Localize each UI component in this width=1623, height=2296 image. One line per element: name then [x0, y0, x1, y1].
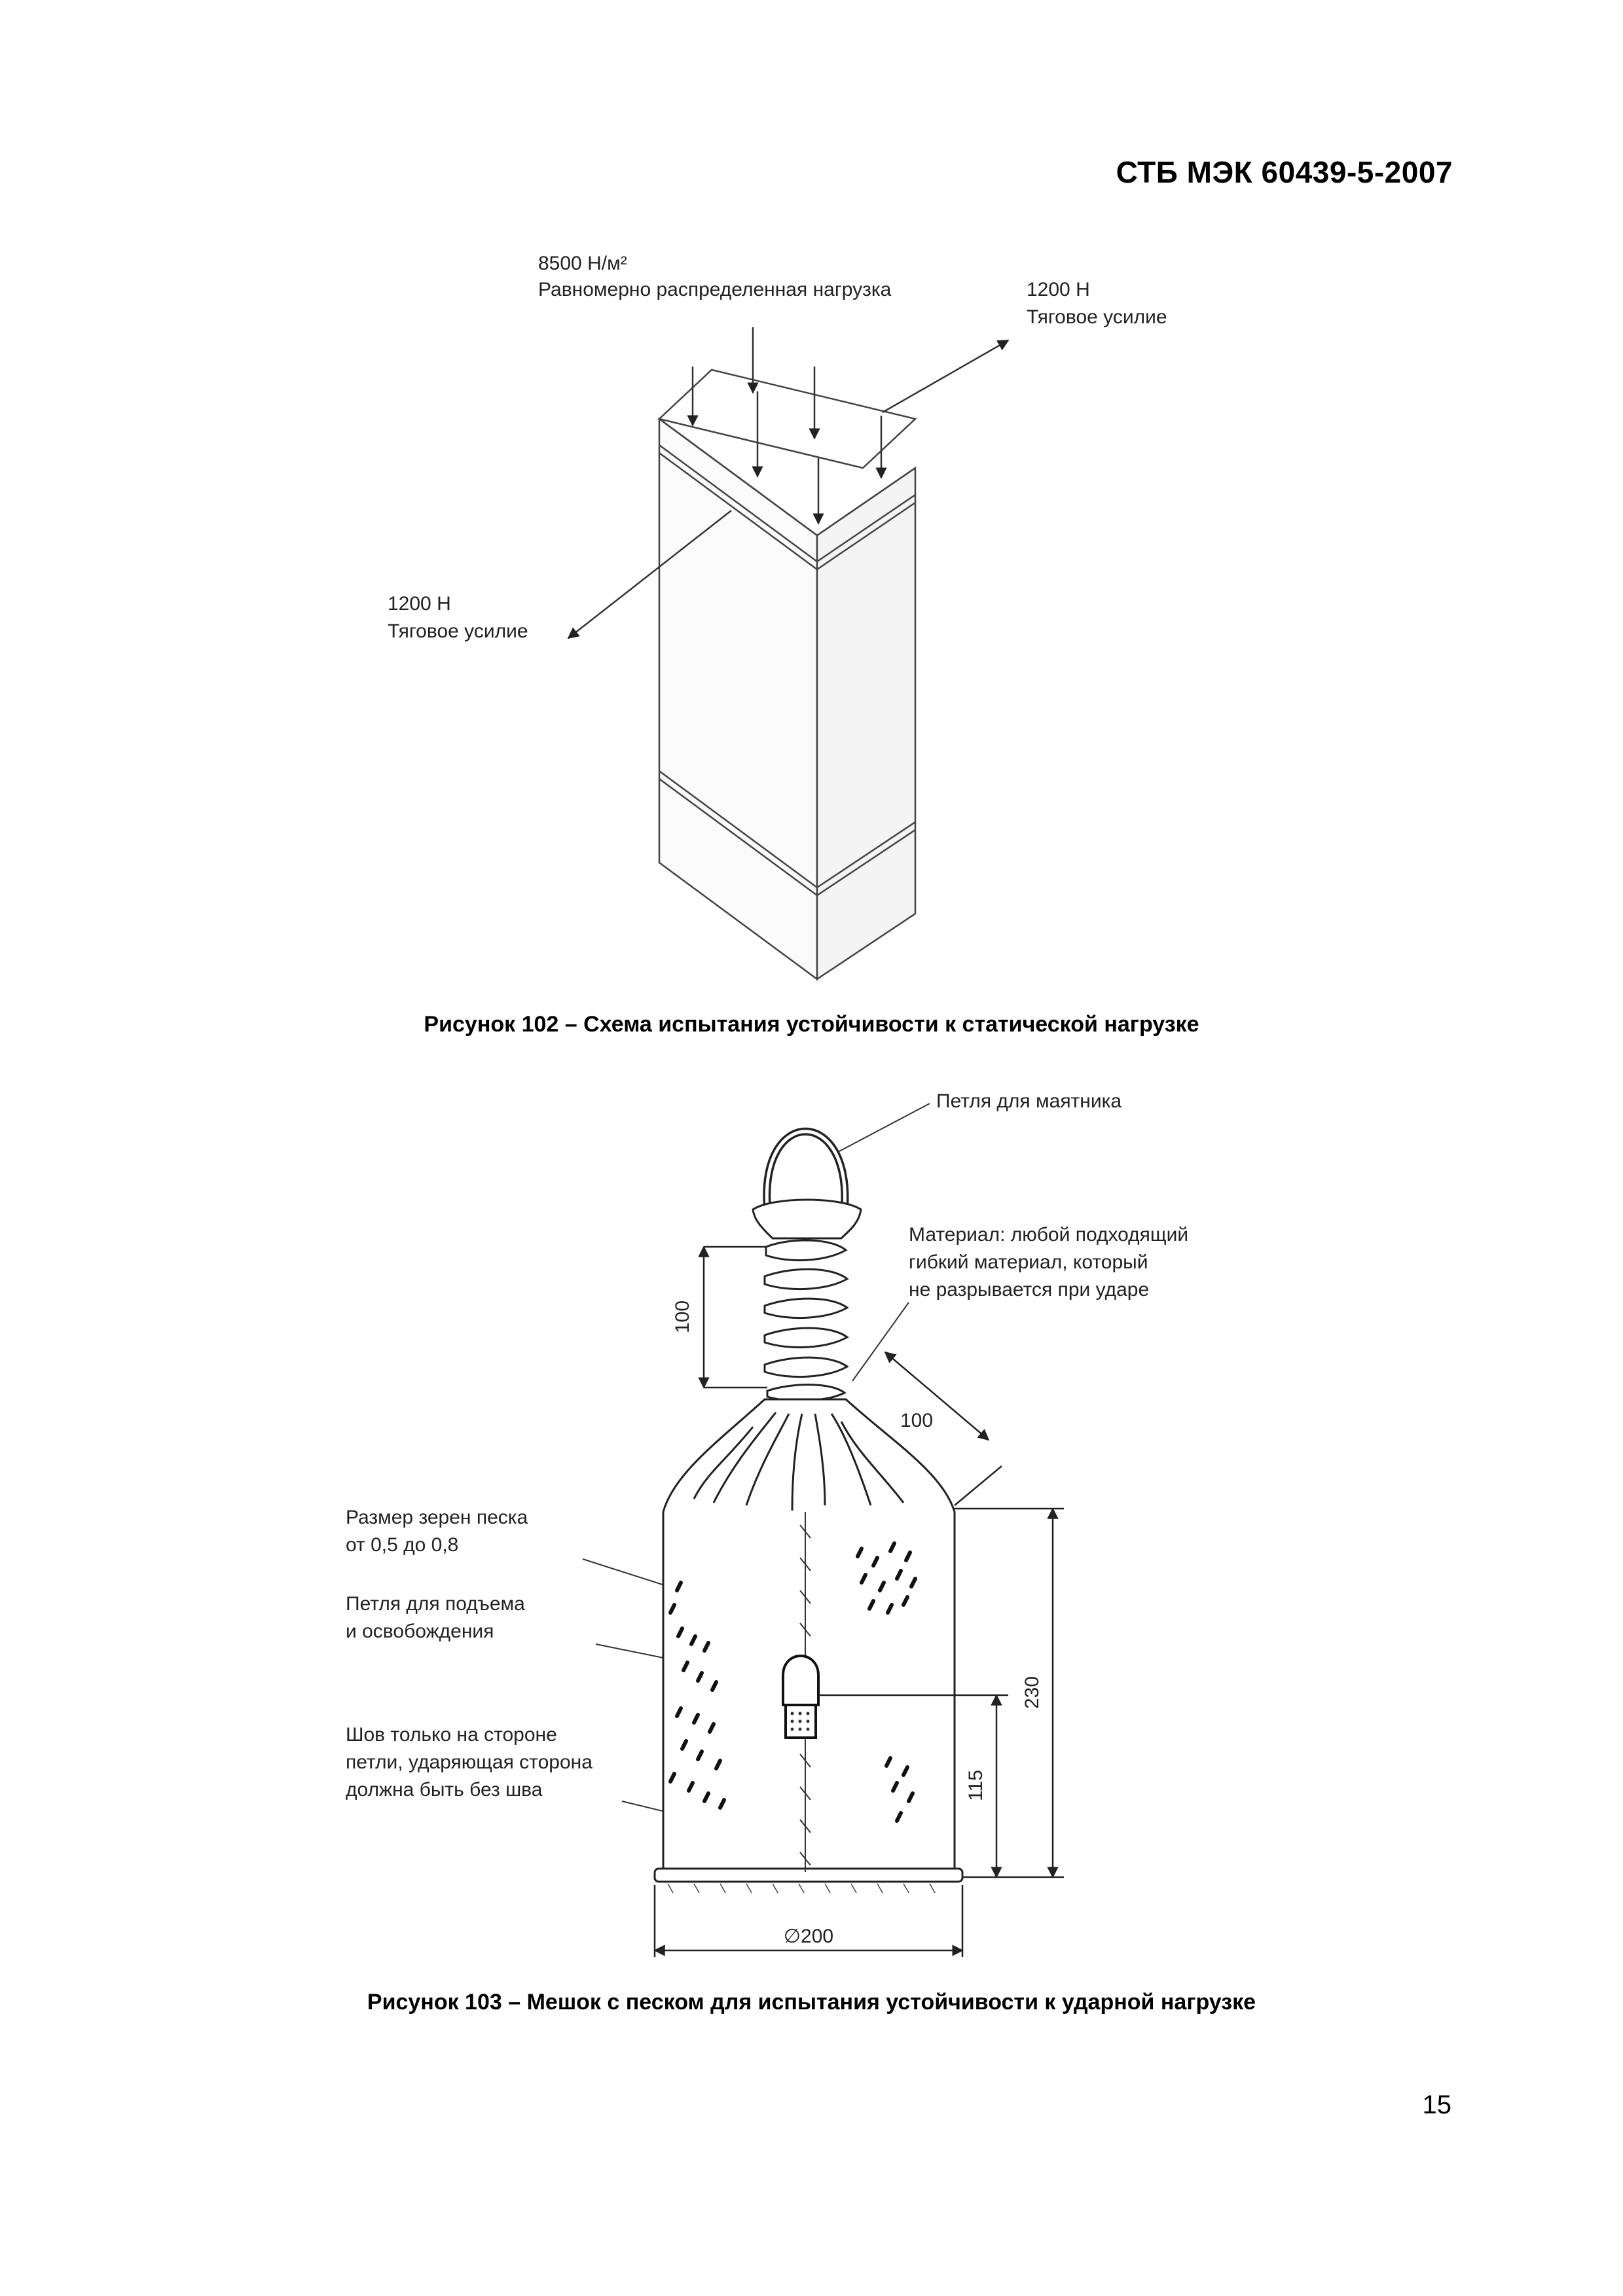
dim-loop-height-label: 115: [965, 1770, 987, 1801]
dimension-lines: [653, 1246, 1064, 1957]
material-label-line2: гибкий материал, который: [909, 1251, 1148, 1273]
page-number: 15: [1422, 2090, 1452, 2119]
dim-shoulder-label: 100: [900, 1410, 933, 1431]
pendulum-loop-label: Петля для маятника: [936, 1090, 1122, 1112]
figure-103-caption: Рисунок 103 – Мешок с песком для испытан…: [367, 1990, 1256, 2015]
force-left-value-label: 1200 Н: [388, 593, 451, 615]
load-arrows: [687, 327, 887, 525]
figure-102-caption: Рисунок 102 – Схема испытания устойчивос…: [424, 1012, 1199, 1037]
lift-loop-label-line1: Петля для подъема: [346, 1593, 525, 1615]
load-description-label: Равномерно распределенная нагрузка: [538, 279, 892, 300]
lift-loop: [782, 1655, 820, 1739]
bag-knot: [752, 1198, 862, 1402]
seam-label-line1: Шов только на стороне: [346, 1724, 557, 1746]
load-value-label: 8500 Н/м²: [538, 253, 627, 274]
sand-bag-body: [653, 1398, 964, 1883]
lift-loop-label-line2: и освобождения: [346, 1621, 494, 1642]
dim-height-label: 230: [1021, 1676, 1043, 1709]
base-hatching: [667, 1883, 936, 1893]
tension-arrows: [567, 339, 1010, 639]
figure-102-drawing: 8500 Н/м² Равномерно распределенная нагр…: [388, 253, 1167, 981]
sand-size-label-line1: Размер зерен песка: [346, 1507, 528, 1528]
dim-diameter-label: ∅200: [784, 1926, 833, 1947]
material-label-line1: Материал: любой подходящий: [909, 1224, 1188, 1246]
force-left-description-label: Тяговое усилие: [388, 620, 528, 642]
lift-loop-dots: [790, 1712, 810, 1731]
force-right-description-label: Тяговое усилие: [1027, 306, 1167, 328]
sand-grains: [668, 1541, 917, 1823]
dim-neck-label: 100: [672, 1300, 693, 1333]
force-right-value-label: 1200 Н: [1027, 279, 1090, 300]
seam-label-line2: петли, ударяющая сторона: [346, 1751, 593, 1773]
sand-size-label-line2: от 0,5 до 0,8: [346, 1534, 458, 1556]
pendulum-loop: [763, 1127, 849, 1208]
seam-label-line3: должна быть без шва: [346, 1779, 543, 1801]
cabinet-drawing: [657, 368, 917, 981]
material-label-line3: не разрывается при ударе: [909, 1279, 1149, 1300]
document-code: СТБ МЭК 60439-5-2007: [1116, 155, 1453, 189]
